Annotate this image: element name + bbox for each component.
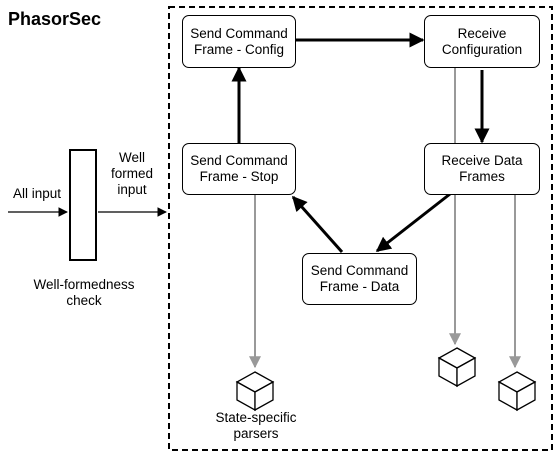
state-receive-config: Receive Configuration xyxy=(424,15,540,68)
state-send-stop: Send Command Frame - Stop xyxy=(182,143,296,195)
well-formedness-checker xyxy=(69,149,97,261)
arrow-send-data-to-stop xyxy=(291,195,344,253)
system-boundary xyxy=(168,6,553,451)
cube-icon xyxy=(235,371,275,412)
state-receive-data: Receive Data Frames xyxy=(424,143,540,195)
diagram-title: PhasorSec xyxy=(8,9,102,29)
cube-icon xyxy=(497,371,537,412)
checker-label: Well-formedness check xyxy=(33,277,135,308)
state-send-data: Send Command Frame - Data xyxy=(302,253,417,305)
well-formed-input-label: Well formed input xyxy=(110,150,154,197)
parsers-label: State-specific parsers xyxy=(215,410,297,441)
all-input-label: All input xyxy=(12,186,62,201)
cube-icon xyxy=(437,347,477,388)
arrow-data-to-send-data xyxy=(375,192,451,253)
state-send-config: Send Command Frame - Config xyxy=(182,15,296,68)
